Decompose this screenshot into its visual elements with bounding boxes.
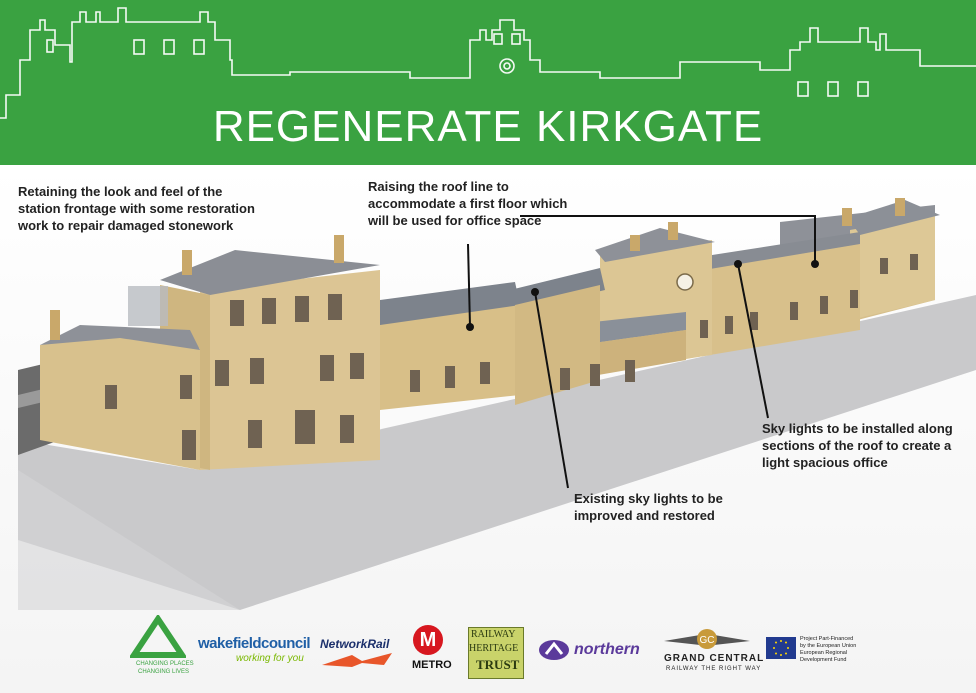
annotation-existing-skylights: Existing sky lights to be improved and r… xyxy=(574,491,723,523)
grand-central-wings-icon: GC xyxy=(664,629,750,649)
wakefield-council-logo: wakefieldcouncil working for you xyxy=(198,635,311,664)
eu-flag-icon xyxy=(766,637,796,659)
clock-icon xyxy=(676,273,694,291)
page-title: REGENERATE KIRKGATE xyxy=(212,102,764,151)
railway-heritage-trust-logo: RAILWAY HERITAGE TRUST xyxy=(468,615,524,685)
network-rail-logo: NetworkRail xyxy=(320,615,400,685)
svg-text:GC: GC xyxy=(700,635,715,646)
annotation-new-skylights: Sky lights to be installed along section… xyxy=(762,421,953,470)
glass-lift xyxy=(128,286,168,326)
annotation-roof-line: Raising the roof line to accommodate a f… xyxy=(368,179,568,228)
groundwork-triangle-icon xyxy=(128,613,188,658)
grand-central-logo: GC GRAND CENTRAL RAILWAY THE RIGHT WAY xyxy=(660,615,763,685)
header-banner: REGENERATE KIRKGATE xyxy=(0,0,976,165)
tower-right xyxy=(850,215,935,320)
eu-logo: Project Part-Financed by the European Un… xyxy=(766,615,876,685)
ground-plane xyxy=(18,295,976,610)
annotation-look-feel: Retaining the look and feel of the stati… xyxy=(18,184,255,233)
metro-logo: M METRO xyxy=(410,615,452,685)
metro-m-icon: M xyxy=(413,625,443,655)
partner-logos: CHANGING PLACES CHANGING LIVES wakefield… xyxy=(0,613,976,693)
skyline-outline-icon xyxy=(0,7,976,119)
block-far-left xyxy=(40,335,200,470)
northern-logo: northern xyxy=(538,615,652,685)
network-rail-swoosh-icon xyxy=(322,653,392,667)
northern-swirl-icon xyxy=(539,640,569,660)
groundwork-logo: CHANGING PLACES CHANGING LIVES xyxy=(128,613,194,685)
